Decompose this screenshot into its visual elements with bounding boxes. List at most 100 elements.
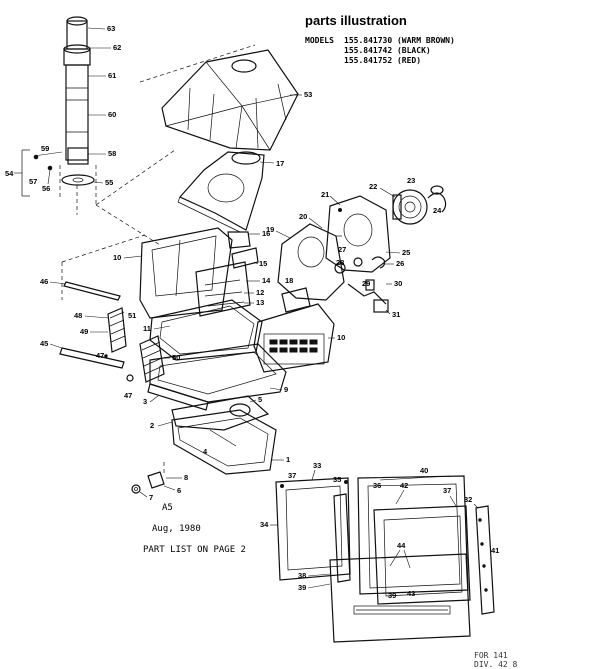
rear-panel <box>325 195 391 273</box>
note-line-2: Aug, 1980 <box>152 524 201 534</box>
part-labels: 63 62 61 60 59 58 57 56 55 54 53 17 23 2… <box>5 24 499 600</box>
part-label: 40 <box>420 466 428 475</box>
models-label: MODELS <box>305 36 334 45</box>
top-plate <box>177 151 265 233</box>
part-label: 31 <box>392 310 400 319</box>
part-label: 58 <box>108 149 116 158</box>
part-label: 22 <box>369 182 377 191</box>
header: parts illustration MODELS 155.841730 (WA… <box>305 13 455 65</box>
part-label: 39 <box>388 591 396 600</box>
part-label: 33 <box>313 461 321 470</box>
part-label: 59 <box>41 144 49 153</box>
part-label: 3 <box>143 397 147 406</box>
part-label: 24 <box>433 206 442 215</box>
part-label: 53 <box>304 90 312 99</box>
note-line-1: A5 <box>162 503 173 513</box>
controls-cluster <box>334 256 389 313</box>
footer: FOR 141 DIV. 42 8 <box>474 651 518 669</box>
footer-line-2: DIV. 42 8 <box>474 660 518 669</box>
part-label: 15 <box>259 259 267 268</box>
hood <box>161 49 299 151</box>
part-label: 56 <box>42 184 50 193</box>
ash-pan <box>171 395 277 475</box>
part-label: 41 <box>491 546 499 555</box>
part-label: 62 <box>113 43 121 52</box>
part-label: 1 <box>286 455 290 464</box>
part-label: 45 <box>40 339 48 348</box>
part-label: 43 <box>407 589 415 598</box>
part-label: 47 <box>124 391 132 400</box>
part-label: 5 <box>258 395 262 404</box>
part-label: 16 <box>262 229 270 238</box>
part-label: 28 <box>336 258 344 267</box>
front-panel-louvers <box>269 339 318 353</box>
firebox-floor <box>149 299 263 361</box>
grates <box>107 307 165 383</box>
door-frame-right <box>329 475 495 643</box>
model-3: 155.841752 (RED) <box>344 56 421 65</box>
part-label: 14 <box>262 276 271 285</box>
part-label: 51 <box>128 311 136 320</box>
part-label: 39 <box>298 583 306 592</box>
part-label: 37 <box>443 486 451 495</box>
part-label: 44 <box>397 541 406 550</box>
part-label: 2 <box>150 421 154 430</box>
part-label: 36 <box>373 481 381 490</box>
part-label: 60 <box>108 110 116 119</box>
part-label: 42 <box>400 481 408 490</box>
part-label: 29 <box>362 279 370 288</box>
part-label: 37 <box>288 471 296 480</box>
part-label: 13 <box>256 298 264 307</box>
part-label: 50 <box>172 353 180 362</box>
publication-note: A5 Aug, 1980 PART LIST ON PAGE 2 <box>143 503 246 555</box>
part-label: 19 <box>266 225 274 234</box>
part-label: 55 <box>105 178 113 187</box>
part-label: 35 <box>333 475 341 484</box>
part-label: 63 <box>107 24 115 33</box>
part-label: 38 <box>298 571 306 580</box>
part-label: 30 <box>394 279 402 288</box>
part-label: 54 <box>5 169 14 178</box>
front-panel <box>253 287 335 373</box>
footer-line-1: FOR 141 <box>474 651 508 660</box>
part-label: 10 <box>113 253 121 262</box>
door-frame-left <box>275 477 351 583</box>
model-1: 155.841730 (WARM BROWN) <box>344 36 455 45</box>
chimney-pipe-assembly <box>21 16 97 215</box>
part-label: 27 <box>338 245 346 254</box>
part-label: 26 <box>396 259 404 268</box>
model-2: 155.841742 (BLACK) <box>344 46 431 55</box>
part-label: 61 <box>108 71 116 80</box>
part-label: 18 <box>285 276 293 285</box>
small-hardware <box>131 462 165 494</box>
part-label: 12 <box>256 288 264 297</box>
guide-lines <box>61 44 256 300</box>
part-label: 25 <box>402 248 410 257</box>
hearth-base <box>147 343 287 411</box>
part-label: 34 <box>260 520 269 529</box>
note-line-3: PART LIST ON PAGE 2 <box>143 545 246 555</box>
part-label: 46 <box>40 277 48 286</box>
part-label: 6 <box>177 486 181 495</box>
part-label: 8 <box>184 473 188 482</box>
part-label: 47 <box>96 351 104 360</box>
part-label: 11 <box>143 324 151 333</box>
part-label: 20 <box>299 212 307 221</box>
part-label: 49 <box>80 327 88 336</box>
part-label: 7 <box>149 493 153 502</box>
part-label: 23 <box>407 176 415 185</box>
part-label: 48 <box>74 311 82 320</box>
hearth-bars <box>59 281 125 369</box>
diagram-title: parts illustration <box>305 13 407 28</box>
blower-assembly <box>392 185 447 225</box>
part-label: 32 <box>464 495 472 504</box>
part-label: 21 <box>321 190 329 199</box>
part-label: 57 <box>29 177 37 186</box>
part-label: 17 <box>276 159 284 168</box>
part-label: 9 <box>284 385 288 394</box>
back-panel <box>277 223 345 301</box>
firebox-panels <box>139 227 259 319</box>
part-label: 4 <box>203 447 208 456</box>
part-label: 10 <box>337 333 345 342</box>
